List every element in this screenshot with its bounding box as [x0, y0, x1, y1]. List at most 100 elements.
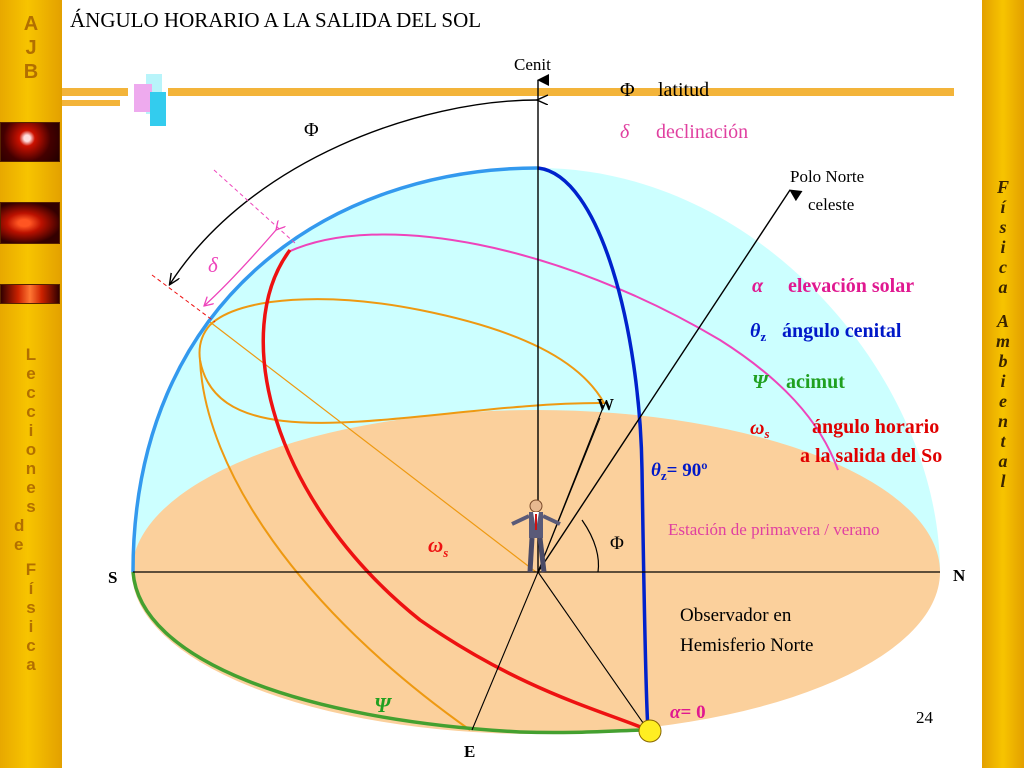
- series-letter: i: [28, 421, 34, 440]
- season-label: Estación de primavera / verano: [668, 520, 879, 539]
- slide-title: ÁNGULO HORARIO A LA SALIDA DEL SOL: [70, 8, 482, 32]
- series-letter: s: [26, 497, 36, 516]
- deco-block: [134, 84, 152, 112]
- series-letter: í: [28, 579, 34, 598]
- legend-omega-symbol: ω: [750, 417, 764, 439]
- legend-symbol-alpha: α: [752, 275, 764, 297]
- alpha-value: = 0: [681, 702, 706, 723]
- theta-value: = 90º: [667, 460, 708, 481]
- legend-label-declinacion: declinación: [656, 121, 748, 143]
- gold-bar: [62, 88, 128, 96]
- thumbnail-image: [0, 202, 60, 244]
- sun-path-orange-low: [199, 359, 471, 731]
- delta-arc: [204, 230, 276, 306]
- legend-symbol-theta: θz: [750, 320, 766, 344]
- east-label: E: [464, 742, 475, 761]
- legend-label-elevacion: elevación solar: [788, 275, 914, 297]
- observer-label-line1: Observador en: [680, 605, 792, 626]
- legend-label-cenital: ángulo cenital: [782, 320, 902, 342]
- legend-symbol-psi: Ψ: [752, 371, 770, 393]
- gold-bar: [62, 100, 120, 106]
- series-letter: F: [25, 560, 37, 579]
- legend-theta-sub: z: [760, 329, 766, 344]
- logo-letter: A: [23, 13, 39, 35]
- theta-90-label: θz= 90º: [651, 460, 708, 483]
- line-west: [537, 404, 605, 573]
- subject-letter: c: [999, 257, 1007, 277]
- subject-letter: m: [995, 331, 1010, 351]
- series-letter: o: [25, 440, 37, 459]
- guide-dashed-red: [151, 274, 216, 323]
- legend-label-horario: ángulo horario: [812, 416, 939, 438]
- thumbnail-image: [0, 122, 60, 162]
- subject-letter: e: [999, 391, 1007, 411]
- guide-dashed-magenta: [213, 169, 297, 245]
- ground-edge: [131, 571, 649, 735]
- horizon-arc: [131, 166, 539, 573]
- series-letter: e: [26, 364, 36, 383]
- west-label: W: [597, 395, 614, 414]
- subject-letter: F: [996, 177, 1009, 197]
- meridian-line: [537, 166, 650, 731]
- series-letter: L: [25, 345, 37, 364]
- legend-label-acimut: acimut: [786, 371, 845, 393]
- right-sidebar: [982, 0, 1024, 768]
- gold-bar: [168, 88, 954, 96]
- subject-letter: [982, 298, 1024, 310]
- subject-letter: l: [1000, 471, 1006, 491]
- alpha-symbol: α: [670, 702, 681, 723]
- sun-path-red: [261, 248, 649, 732]
- subject-letter: i: [1000, 237, 1006, 257]
- subject-letter: s: [999, 217, 1007, 237]
- phi-angle-arc: [581, 519, 600, 573]
- theta-symbol: θ: [651, 460, 661, 481]
- subject-letter: A: [996, 311, 1009, 331]
- series-letter: e: [26, 478, 36, 497]
- pole-label-line1: Polo Norte: [790, 167, 864, 186]
- subject-letter: a: [998, 277, 1008, 297]
- series-letter: d: [14, 516, 25, 535]
- north-label: N: [953, 566, 966, 585]
- legend-label-latitud: latitud: [658, 79, 709, 101]
- observer-figure: [511, 499, 561, 573]
- series-letter: a: [26, 655, 36, 674]
- phi-angle-label: Φ: [610, 533, 624, 554]
- subject-letter: a: [998, 451, 1008, 471]
- polar-axis: [537, 189, 803, 573]
- deco-block: [150, 92, 166, 126]
- orange-axis: [209, 321, 537, 573]
- series-letter: s: [26, 598, 36, 617]
- ground-plane: [132, 410, 940, 734]
- theta-subscript: z: [661, 468, 667, 483]
- zenith-label: Cenit: [514, 55, 551, 74]
- pole-label-line2: celeste: [808, 195, 854, 214]
- legend: Φ latitud δ declinación α elevación sola…: [620, 79, 942, 467]
- legend-label-salida: a la salida del So: [800, 445, 942, 467]
- phi-arc-label: Φ: [304, 119, 319, 141]
- series-letter: c: [26, 402, 36, 421]
- subject-letter: n: [997, 411, 1008, 431]
- series-letter: c: [26, 636, 36, 655]
- subject-letter: i: [1000, 371, 1006, 391]
- omega-label: ωs: [428, 533, 448, 560]
- subject-letter: t: [1000, 431, 1006, 451]
- phi-latitude-arc: [170, 100, 538, 284]
- deco-block: [146, 74, 162, 114]
- logo-letters: A J B: [0, 14, 62, 86]
- sky-dome: [133, 168, 940, 572]
- legend-omega-sub: s: [763, 426, 769, 441]
- series-letter: c: [26, 383, 36, 402]
- page-number: 24: [916, 708, 933, 727]
- psi-label: Ψ: [374, 693, 393, 717]
- legend-theta-symbol: θ: [750, 320, 761, 342]
- legend-symbol-delta: δ: [620, 121, 630, 143]
- observer-label-line2: Hemisferio Norte: [680, 635, 813, 656]
- series-letter: n: [25, 459, 37, 478]
- legend-symbol-omega: ωs: [750, 417, 770, 441]
- logo-letter: B: [23, 61, 39, 83]
- delta-arc-label: δ: [208, 253, 219, 277]
- sun-path-orange: [198, 298, 606, 424]
- legend-symbol-phi: Φ: [620, 79, 635, 101]
- subject-title: F í s i c a A m b i e n t a l: [982, 178, 1024, 492]
